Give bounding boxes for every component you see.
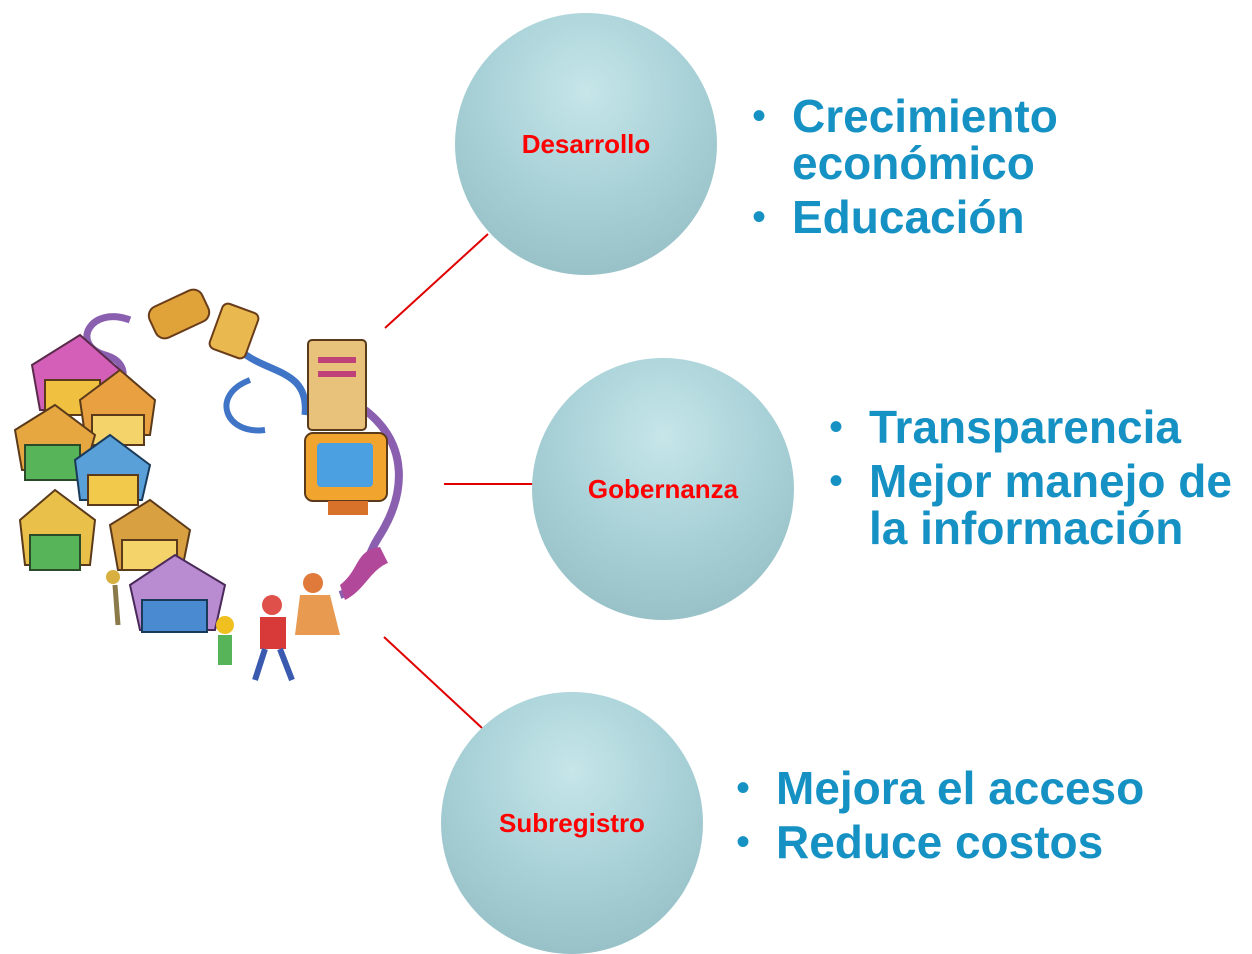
- node-gobernanza: Gobernanza: [532, 358, 794, 620]
- bullet-item: Reduce costos: [736, 819, 1216, 867]
- bullet-item: Mejora el acceso: [736, 765, 1216, 813]
- bullet-item: Educación: [752, 194, 1172, 242]
- node-label: Desarrollo: [521, 128, 651, 159]
- bullet-list-desarrollo: Crecimiento económico Educación: [752, 93, 1172, 248]
- bullet-item: Transparencia: [829, 404, 1249, 452]
- connector-desarrollo: [384, 233, 489, 329]
- village-network-illustration: [13, 288, 403, 682]
- node-subregistro: Subregistro: [441, 692, 703, 954]
- node-desarrollo: Desarrollo: [455, 13, 717, 275]
- node-label: Gobernanza: [587, 473, 739, 504]
- plug-icon: [208, 302, 260, 360]
- houses-icon: [13, 333, 227, 633]
- bullet-list-gobernanza: Transparencia Mejor manejo de la informa…: [829, 404, 1249, 559]
- bullet-item: Mejor manejo de la información: [829, 458, 1249, 552]
- people-icon: [106, 547, 388, 682]
- bullet-item: Crecimiento económico: [752, 93, 1172, 187]
- bullet-list-subregistro: Mejora el acceso Reduce costos: [736, 765, 1216, 873]
- node-label: Subregistro: [499, 807, 645, 838]
- plug-icon: [147, 288, 211, 340]
- computer-tower-icon: [307, 339, 367, 431]
- connector-subregistro: [383, 636, 483, 729]
